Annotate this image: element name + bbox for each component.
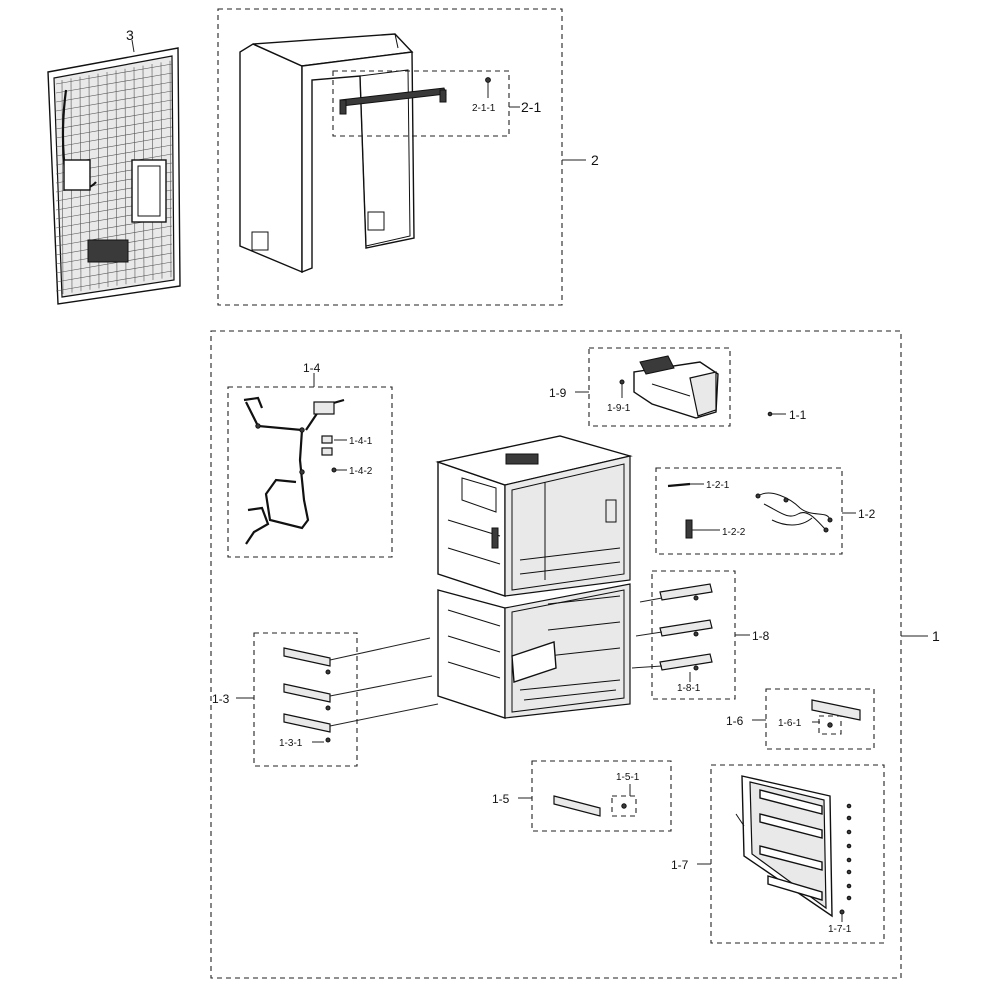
callout-1-4-2: 1-4-2 bbox=[349, 466, 373, 477]
part-2-1-dashed-box bbox=[332, 70, 510, 137]
callout-1-4: 1-4 bbox=[303, 361, 321, 375]
callout-1-2-1: 1-2-1 bbox=[706, 480, 730, 491]
part-1-6-dashed-box bbox=[765, 688, 875, 750]
callout-2: 2 bbox=[591, 152, 599, 168]
callout-1-6-1: 1-6-1 bbox=[778, 718, 802, 729]
part-2-dashed-box bbox=[217, 8, 563, 306]
part-1-8-shelf-rails bbox=[631, 583, 713, 682]
part-1-2-wire-harness bbox=[755, 492, 833, 533]
callout-1-8: 1-8 bbox=[752, 629, 770, 643]
callout-1-7: 1-7 bbox=[671, 858, 689, 872]
callout-1-3: 1-3 bbox=[212, 692, 230, 706]
part-1-4-water-line bbox=[243, 396, 345, 545]
part-1-5-dashed-box bbox=[531, 760, 672, 832]
callout-1-3-1: 1-3-1 bbox=[279, 738, 303, 749]
part-1-4-dashed-box bbox=[227, 386, 393, 558]
callout-1-4-1: 1-4-1 bbox=[349, 436, 373, 447]
callout-1-9-1: 1-9-1 bbox=[607, 403, 631, 414]
callout-3: 3 bbox=[126, 27, 134, 43]
callout-1-6: 1-6 bbox=[726, 714, 744, 728]
part-1-6-rail bbox=[811, 699, 861, 735]
callout-1-9: 1-9 bbox=[549, 386, 567, 400]
part-2-1-cross-brace bbox=[339, 77, 491, 115]
cabinet-liner-assembly bbox=[435, 435, 633, 719]
callout-1-7-1: 1-7-1 bbox=[828, 924, 852, 935]
callout-1: 1 bbox=[932, 628, 940, 644]
part-1-9-duct-cover bbox=[619, 355, 719, 419]
callout-2-1: 2-1 bbox=[521, 99, 541, 115]
part-1-7-side-panel bbox=[735, 775, 852, 922]
part-1-7-dashed-box bbox=[710, 764, 885, 944]
part-3-back-panel bbox=[47, 39, 181, 305]
part-1-5-rail bbox=[553, 784, 637, 817]
part-1-dashed-box bbox=[210, 330, 902, 979]
part-1-2-dashed-box bbox=[655, 467, 843, 555]
callout-2-1-1: 2-1-1 bbox=[472, 103, 496, 114]
part-2-outer-case bbox=[239, 33, 415, 274]
callout-1-5-1: 1-5-1 bbox=[616, 772, 640, 783]
callout-1-8-1: 1-8-1 bbox=[677, 683, 701, 694]
part-1-3-shelf-rails bbox=[283, 637, 439, 743]
callout-1-1: 1-1 bbox=[789, 408, 807, 422]
callout-1-2: 1-2 bbox=[858, 507, 876, 521]
callout-1-2-2: 1-2-2 bbox=[722, 527, 746, 538]
callout-1-5: 1-5 bbox=[492, 792, 510, 806]
part-1-3-dashed-box bbox=[253, 632, 358, 767]
part-1-9-dashed-box bbox=[588, 347, 731, 427]
